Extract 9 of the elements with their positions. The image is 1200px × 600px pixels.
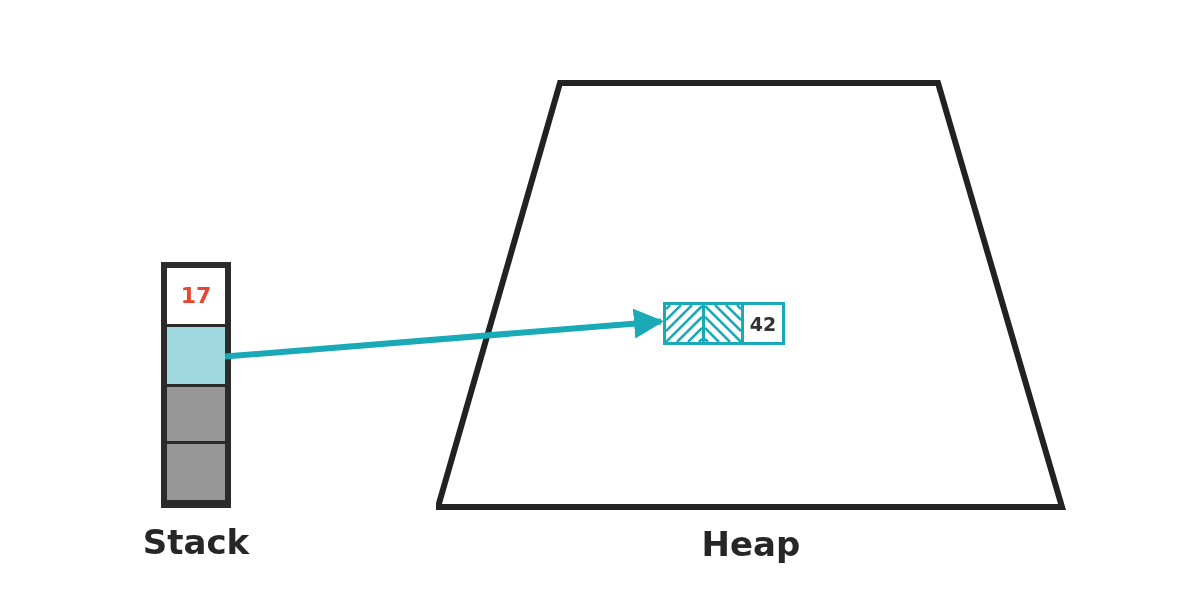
heap-label: Heap [700, 524, 802, 564]
stack-slot [167, 387, 225, 441]
heap-object [663, 302, 785, 345]
stack-slot [167, 327, 225, 384]
stack-slot [167, 444, 225, 500]
stack-value: 17 [179, 283, 213, 309]
arrow [224, 308, 664, 360]
field-value: 42 [748, 311, 778, 337]
stack-label: Stack [141, 522, 251, 562]
